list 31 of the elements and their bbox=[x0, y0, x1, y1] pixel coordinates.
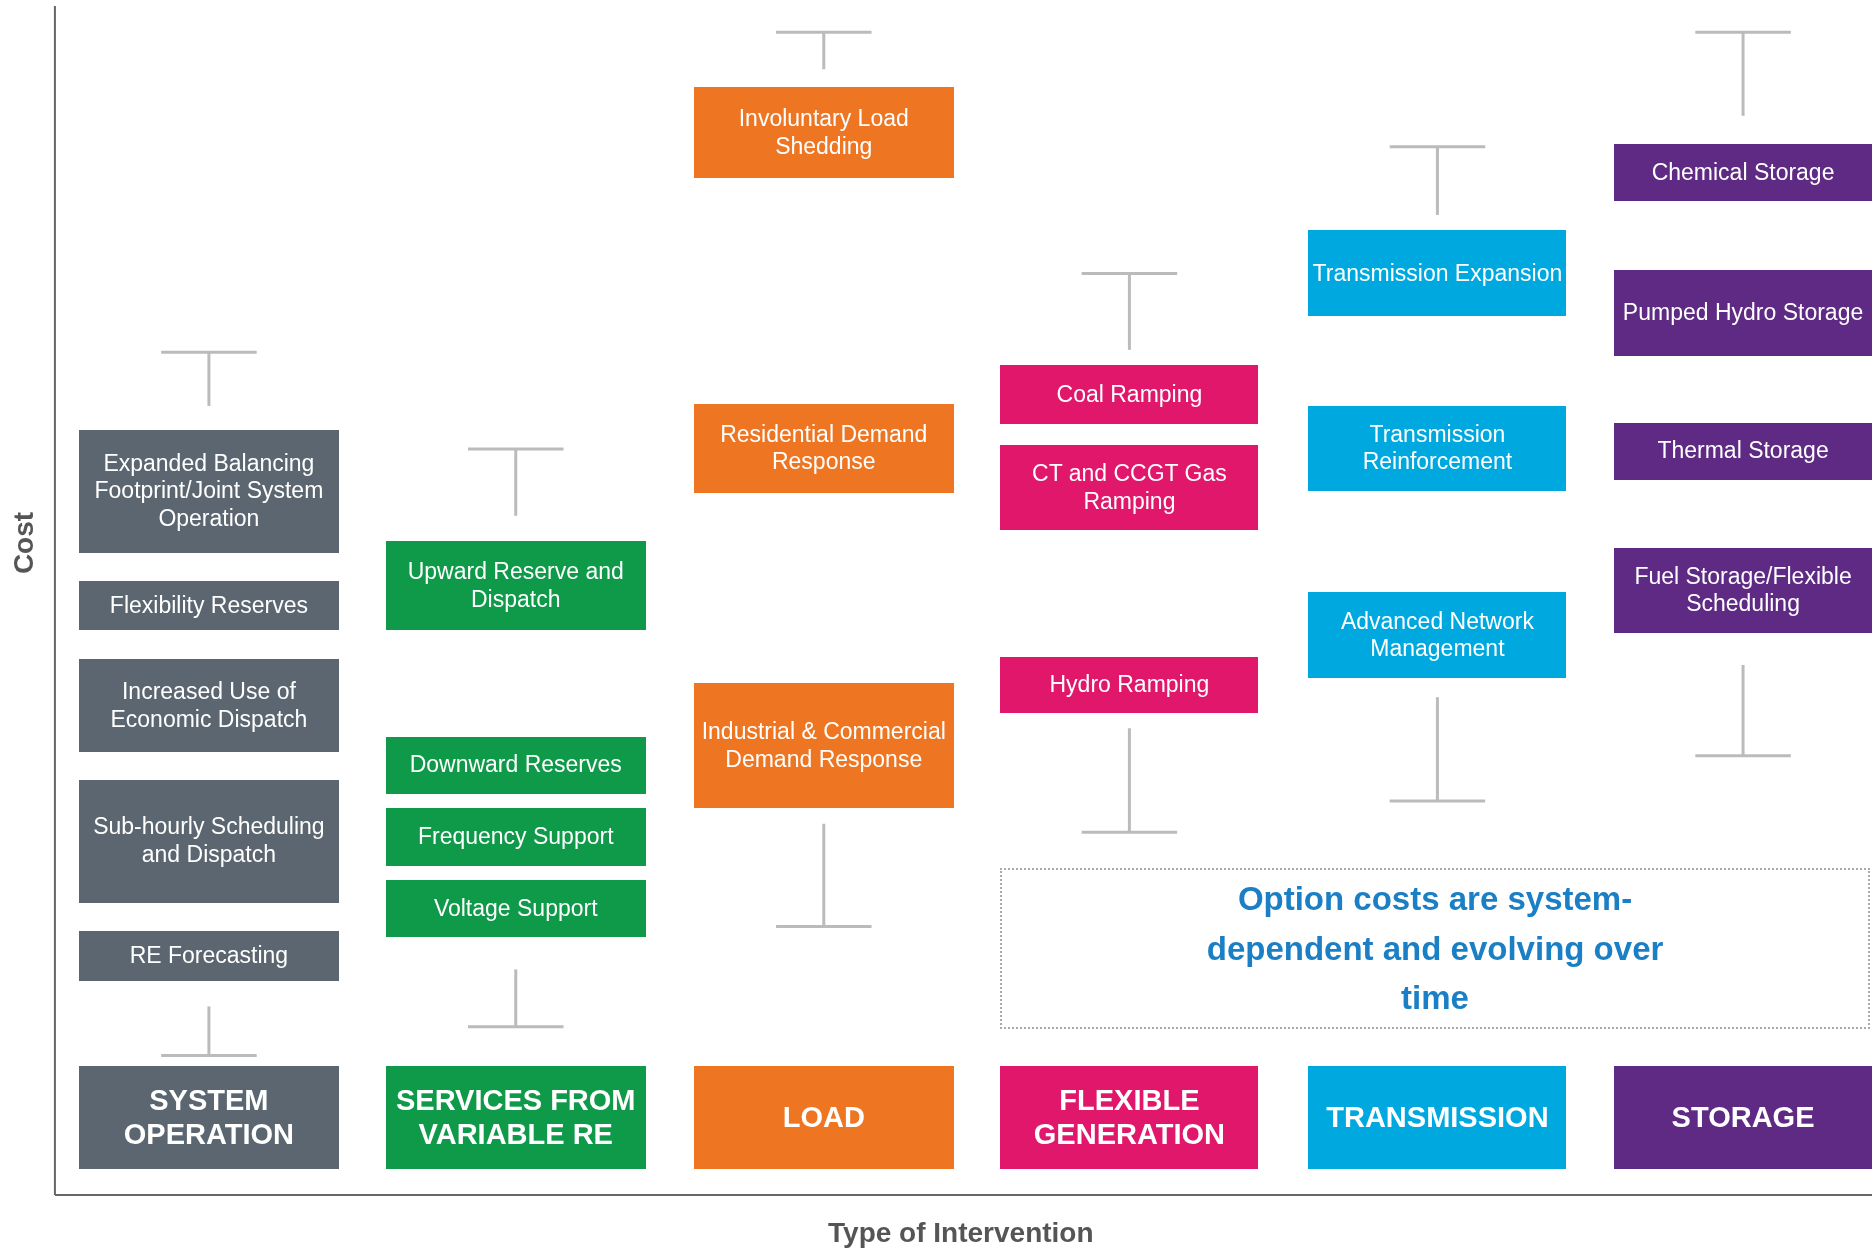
option-box: Transmission Expansion bbox=[1308, 230, 1567, 317]
option-box: Downward Reserves bbox=[385, 736, 646, 794]
option-box: Increased Use of Economic Dispatch bbox=[78, 659, 340, 753]
option-box: Fuel Storage/Flexible Scheduling bbox=[1614, 548, 1872, 633]
option-box: CT and CCGT Gas Ramping bbox=[1000, 445, 1259, 531]
option-box: Frequency Support bbox=[385, 808, 646, 866]
axis-title: Type of Intervention bbox=[828, 1217, 1094, 1250]
axis-title: Cost bbox=[8, 512, 40, 575]
category-box: LOAD bbox=[693, 1066, 954, 1169]
category-box: SERVICES FROM VARIABLE RE bbox=[385, 1066, 646, 1169]
category-box: FLEXIBLE GENERATION bbox=[1000, 1066, 1259, 1169]
category-box: SYSTEM OPERATION bbox=[78, 1066, 340, 1169]
option-box: Chemical Storage bbox=[1614, 144, 1872, 201]
option-box: Upward Reserve and Dispatch bbox=[385, 540, 646, 631]
option-box: RE Forecasting bbox=[78, 931, 340, 982]
option-box: Coal Ramping bbox=[1000, 365, 1259, 424]
option-box: Expanded Balancing Footprint/Joint System Operation bbox=[78, 429, 340, 553]
option-box: Transmission Reinforcement bbox=[1308, 405, 1567, 491]
option-box: Residential Demand Response bbox=[693, 403, 954, 494]
option-box: Sub-hourly Scheduling and Dispatch bbox=[78, 779, 340, 903]
note-box: Option costs are system-dependent and evolving over time bbox=[1000, 867, 1870, 1030]
category-box: TRANSMISSION bbox=[1308, 1066, 1567, 1169]
category-box: STORAGE bbox=[1614, 1066, 1872, 1169]
option-box: Flexibility Reserves bbox=[78, 581, 340, 631]
option-box: Industrial & Commercial Demand Response bbox=[693, 682, 954, 809]
option-box: Advanced Network Management bbox=[1308, 592, 1567, 679]
option-box: Voltage Support bbox=[385, 879, 646, 938]
option-box: Hydro Ramping bbox=[1000, 656, 1259, 713]
option-box: Thermal Storage bbox=[1614, 422, 1872, 480]
option-box: Pumped Hydro Storage bbox=[1614, 269, 1872, 356]
option-box: Involuntary Load Shedding bbox=[693, 87, 954, 178]
